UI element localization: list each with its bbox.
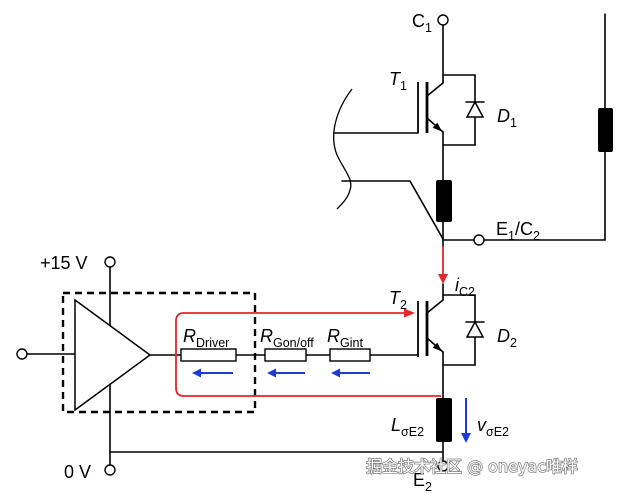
label-e1c2: E1/C2	[496, 219, 540, 243]
resistor-r-gon-off	[264, 348, 307, 362]
gate-driver-box	[61, 291, 257, 414]
diode-d2	[442, 294, 485, 366]
dc-link-wire	[483, 13, 606, 241]
gate-current-arrow-1	[192, 368, 233, 378]
label-r-gon-off: RGon/off	[260, 326, 314, 350]
gate-loop-line	[175, 312, 441, 397]
label-t2: T2	[389, 288, 407, 312]
gate-current-arrow-2	[267, 368, 305, 378]
wire-break-curve	[333, 88, 353, 210]
emitter-arrow-t1	[432, 122, 442, 132]
collector-lead-t2	[426, 299, 444, 314]
current-arrow-ic2	[438, 246, 448, 284]
diode-d1-triangle	[465, 100, 485, 118]
terminal-plus15v	[104, 256, 116, 268]
collector-lead-t1	[426, 82, 444, 97]
resistor-r-driver	[180, 348, 237, 362]
stray-inductance-lower	[436, 398, 452, 442]
voltage-arrow-vse2-head	[461, 433, 471, 443]
gate-loop-arrow-head	[404, 308, 415, 318]
label-supply: +15 V	[40, 253, 88, 273]
aux-emitter-wire-t1	[341, 180, 444, 240]
gate-current-arrow-1-head	[192, 368, 201, 378]
label-r-driver: RDriver	[183, 326, 229, 350]
label-e2: E2	[413, 470, 432, 493]
dc-link-inductance	[598, 108, 613, 152]
resistor-r-gint	[329, 348, 371, 362]
igbt-t2	[417, 299, 444, 399]
gate-current-arrow-2-head	[267, 368, 276, 378]
label-v-se2: vσE2	[477, 415, 509, 439]
emitter-arrow-t2	[432, 342, 442, 352]
label-d1: D1	[497, 106, 517, 130]
diode-d2-triangle	[465, 320, 485, 338]
label-r-gint: RGint	[327, 326, 363, 350]
terminal-e1c2	[473, 234, 485, 246]
igbt-t1	[417, 24, 444, 182]
terminal-0v	[104, 464, 116, 476]
label-ground: 0 V	[64, 462, 91, 482]
gate-current-arrow-3	[331, 368, 370, 378]
current-arrow-ic2-head	[438, 274, 448, 284]
label-t1: T1	[389, 69, 407, 93]
watermark-text: 掘金技术社区 @ oneyac唯样	[366, 457, 578, 476]
label-l-se2: LσE2	[391, 415, 424, 439]
voltage-arrow-vse2	[461, 398, 471, 443]
terminal-input	[16, 348, 28, 360]
label-d2: D2	[497, 326, 517, 350]
terminal-e2	[437, 460, 449, 472]
terminal-c1	[437, 14, 449, 26]
driver-amplifier	[74, 298, 152, 412]
gate-loop-path	[175, 308, 441, 397]
label-ic2: iC2	[455, 275, 475, 299]
gate-current-arrow-3-head	[331, 368, 340, 378]
stray-inductance-upper	[436, 180, 452, 222]
label-c1: C1	[412, 11, 432, 35]
diode-d1	[442, 74, 485, 146]
